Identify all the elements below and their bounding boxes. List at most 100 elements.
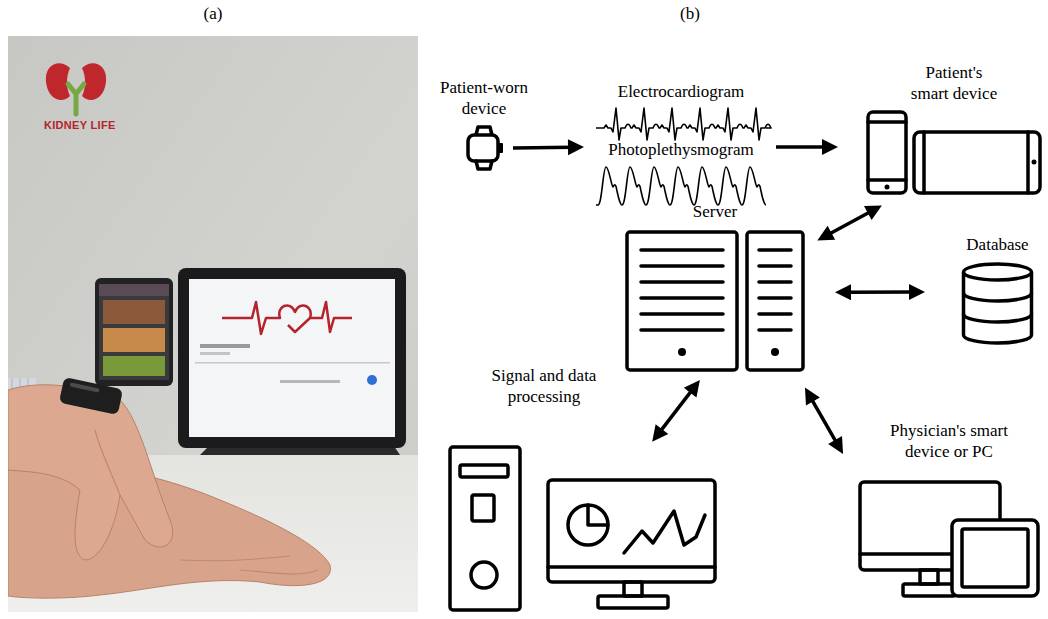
connector-line (776, 145, 826, 149)
computer-icon (460, 465, 508, 477)
photo-scene (99, 284, 169, 296)
node-caption: Physician's smart device or PC (879, 421, 1019, 462)
smart-device-icon (866, 110, 1042, 195)
photo-scene (180, 556, 318, 574)
computer-icon (588, 505, 608, 525)
node-caption: Server (660, 202, 770, 222)
connector-line (811, 398, 837, 444)
watch-icon (476, 161, 492, 169)
smart-device-icon (885, 185, 890, 190)
photo-scene (103, 300, 165, 324)
computer-icon (598, 596, 668, 608)
database-icon (964, 264, 1032, 280)
smart-device-icon (924, 132, 1028, 193)
photo-scene (103, 328, 165, 352)
connector-arrow (817, 205, 882, 240)
photo-scene (68, 84, 84, 114)
photo-scene (280, 380, 340, 383)
photo-scene (59, 377, 123, 415)
node-label: Physician's smart device or PC (879, 421, 1019, 462)
arrow-head (909, 284, 925, 300)
watch-icon (498, 143, 503, 153)
server-icon: Server (625, 230, 805, 372)
ecg-trace (596, 108, 771, 140)
photo-scene (178, 268, 406, 448)
node-label: Patient-worn device (422, 78, 547, 119)
node-caption: Patient-worn device (422, 78, 547, 119)
photo-scene (8, 385, 173, 560)
connector-arrow (652, 380, 700, 442)
watch-icon (468, 135, 498, 161)
photo-scene (70, 382, 100, 392)
smart-device-icon (914, 132, 1040, 193)
ppg-trace (596, 161, 766, 209)
computer-icon (472, 495, 494, 521)
smart-device-icon: Patient's smart device (866, 110, 1042, 195)
arrow-head (805, 388, 820, 406)
logo-text: KIDNEY LIFE (44, 119, 116, 131)
smart-device-icon (1032, 160, 1037, 165)
photo-scene (82, 63, 106, 100)
node-label: Server (660, 202, 770, 222)
connector-line (660, 389, 693, 432)
database-icon (964, 272, 1032, 343)
ecg-trace (596, 102, 766, 140)
node-caption: Database (943, 235, 1048, 255)
photo-scene (367, 375, 377, 385)
smart-device-icon (868, 122, 906, 180)
database-icon (960, 262, 1035, 345)
arrow-head (835, 284, 851, 300)
node-label: Signal and data processing (486, 366, 602, 407)
photo-scene (59, 377, 123, 415)
arrow-head (828, 436, 843, 454)
server-icon (678, 348, 686, 356)
monitor-icon (952, 520, 1038, 596)
photo-scene (200, 352, 230, 355)
monitor-icon (858, 480, 1040, 600)
node-caption: Signal and data processing (486, 366, 602, 407)
photo-scene (222, 302, 352, 334)
computer-icon (568, 505, 608, 545)
connector-line (847, 290, 913, 294)
arrow-head (684, 380, 700, 398)
connector-arrow (835, 284, 925, 300)
watch-icon: Patient-worn device (463, 125, 505, 171)
ppg-trace (596, 167, 766, 205)
photo-scene (95, 430, 120, 495)
panel-label: (a) (204, 4, 223, 24)
node-label: Database (943, 235, 1048, 255)
photo-scene (46, 63, 70, 100)
server-icon (625, 230, 805, 372)
connector-line (513, 145, 572, 149)
computer-icon (548, 480, 715, 582)
arrow-head (864, 205, 882, 220)
computer-icon (471, 562, 497, 588)
server-icon (759, 250, 791, 330)
photo-scene (95, 278, 173, 386)
panel-label: (b) (680, 4, 700, 24)
server-icon (771, 348, 779, 356)
connector-arrow (805, 388, 843, 454)
arrow-head (822, 139, 838, 155)
connector-arrow (776, 139, 838, 155)
node-label: Patient's smart device (907, 63, 1002, 104)
signal-traces: ElectrocardiogramPhotoplethysmogram (590, 82, 772, 212)
server-icon (627, 232, 737, 370)
arrow-head (817, 226, 835, 241)
photo-scene (189, 279, 395, 437)
monitor-icon (920, 570, 938, 584)
photo-scene (8, 36, 418, 612)
database-icon (964, 293, 1032, 322)
connector-line (828, 211, 871, 234)
smart-device-icon (868, 112, 906, 193)
computer-icon (448, 445, 717, 612)
signal-name: Photoplethysmogram (608, 140, 753, 160)
node-caption: Patient's smart device (907, 63, 1002, 104)
computer-icon (548, 565, 715, 569)
connector-arrow (513, 139, 584, 155)
server-icon (747, 232, 803, 370)
arrow-head (652, 424, 668, 442)
photo-scene (195, 362, 390, 364)
database-icon: Database (960, 262, 1035, 345)
